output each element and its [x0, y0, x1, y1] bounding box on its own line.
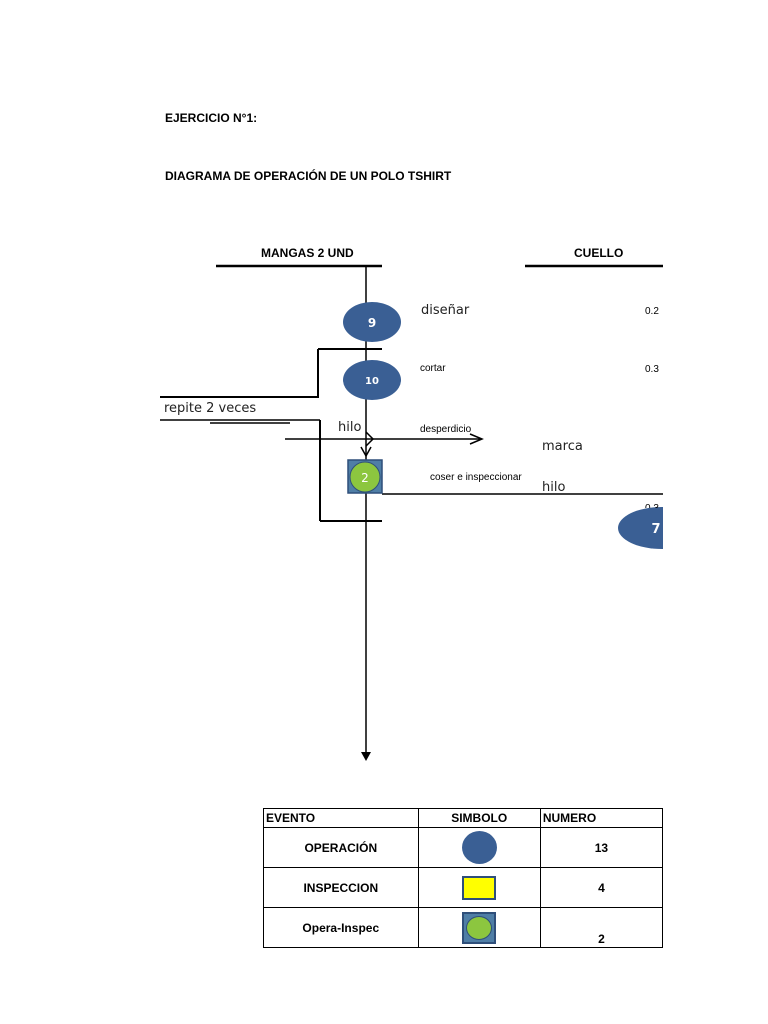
step-label-design: diseñar: [421, 303, 470, 318]
step-label-cut: cortar: [420, 363, 446, 374]
brand-label: marca: [542, 439, 583, 454]
legend-header-symbol: SIMBOLO: [417, 808, 541, 828]
column-title-collar: CUELLO: [574, 246, 624, 260]
time-cut: 0.3: [645, 364, 659, 375]
operation-9-number: 9: [368, 316, 376, 330]
table-row: Opera-Inspec 2: [263, 907, 664, 948]
operation-9-icon: [343, 302, 401, 342]
collar-operation-7-number: 7: [651, 522, 660, 537]
legend-header-event: EVENTO: [263, 808, 419, 828]
collar-operation-7-icon: [618, 507, 663, 549]
diagram-title: DIAGRAMA DE OPERACIÓN DE UN POLO TSHIRT: [165, 169, 452, 183]
thread-right-label: hilo: [542, 480, 566, 495]
time-design: 0.2: [645, 306, 659, 317]
legend-count-inspection: 4: [539, 867, 664, 908]
thread-join-arrow: [365, 431, 375, 447]
legend-header-number: NUMERO: [539, 808, 664, 828]
opera-inspec-2-number: 2: [361, 471, 369, 485]
main-flow-arrow: [361, 752, 371, 761]
step-label-sew-inspect: coser e inspeccionar: [430, 472, 522, 483]
table-row: INSPECCION 4: [263, 867, 664, 908]
legend-symbol-opera-inspec: [417, 907, 541, 948]
legend-count-operation: 13: [539, 827, 664, 868]
legend-count-opera-inspec: 2: [539, 907, 664, 948]
legend-symbol-operation: [417, 827, 541, 868]
table-row: OPERACIÓN 13: [263, 827, 664, 868]
legend-table: EVENTO SIMBOLO NUMERO OPERACIÓN 13 INSPE…: [263, 808, 664, 948]
operation-10-number: 10: [365, 376, 379, 387]
square-icon: [462, 875, 497, 900]
thread-input-label: hilo: [338, 420, 362, 435]
legend-header-row: EVENTO SIMBOLO NUMERO: [263, 808, 664, 828]
column-title-sleeves: MANGAS 2 UND: [261, 246, 354, 260]
circle-in-square-icon: [462, 911, 497, 944]
process-diagram: 9 10 2 7: [160, 264, 663, 761]
legend-event-opera-inspec: Opera-Inspec: [263, 907, 419, 948]
exercise-heading: EJERCICIO N°1:: [165, 111, 258, 125]
circle-icon: [461, 831, 497, 864]
time-collar-operation: 0.3: [645, 503, 659, 508]
legend-event-inspection: INSPECCION: [263, 867, 419, 908]
operation-10-icon: [343, 360, 401, 400]
flow-down-arrow: [360, 446, 372, 458]
legend-event-operation: OPERACIÓN: [263, 827, 419, 868]
waste-arrow: [469, 433, 484, 445]
waste-label: desperdicio: [420, 424, 472, 435]
legend-symbol-inspection: [417, 867, 541, 908]
repeat-annotation: repite 2 veces: [164, 401, 257, 416]
opera-inspec-2-circle-icon: [349, 461, 381, 493]
